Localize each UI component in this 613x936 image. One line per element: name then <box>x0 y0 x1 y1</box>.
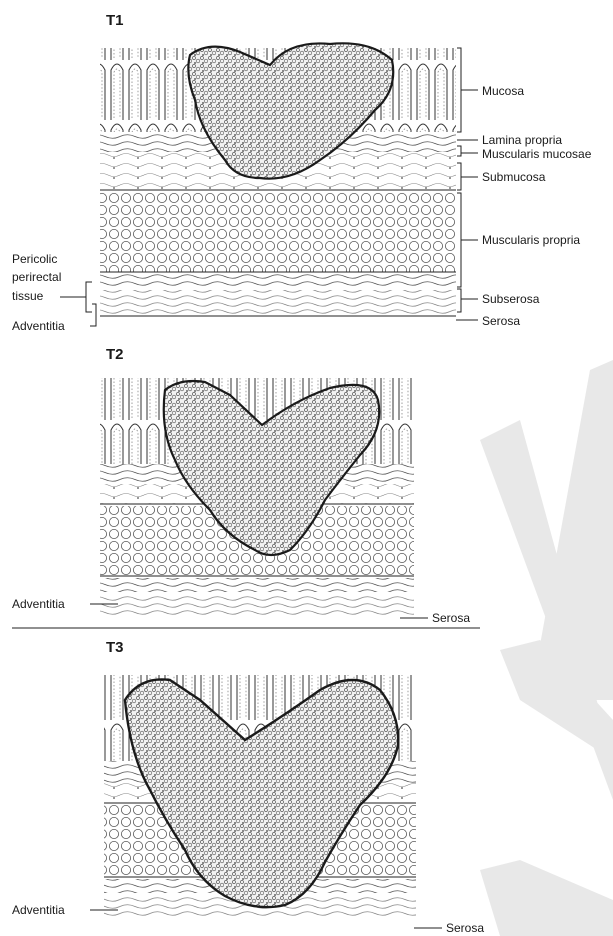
label-muscularis-propria: Muscularis propria <box>482 233 580 247</box>
watermark <box>480 360 613 936</box>
left-brackets <box>60 282 96 326</box>
panel-title: T1 <box>106 12 124 29</box>
panel-t2: T2 Adventitia Serosa <box>12 346 480 628</box>
panel-title: T2 <box>106 346 124 363</box>
layer-brackets <box>456 48 478 320</box>
subserosa-layer <box>100 290 456 314</box>
label-serosa: Serosa <box>482 314 520 328</box>
label-muscularis-mucosae: Muscularis mucosae <box>482 147 592 161</box>
label-serosa: Serosa <box>446 921 484 935</box>
label-adventitia: Adventitia <box>12 903 65 917</box>
label-perirectal: perirectal <box>12 270 61 284</box>
muscularis-propria-layer <box>100 192 456 272</box>
label-mucosa: Mucosa <box>482 84 524 98</box>
panel-t3: T3 Adventitia Serosa <box>12 639 484 935</box>
label-subserosa: Subserosa <box>482 292 540 306</box>
label-lamina-propria: Lamina propria <box>482 133 562 147</box>
label-submucosa: Submucosa <box>482 170 546 184</box>
label-adventitia: Adventitia <box>12 319 65 333</box>
label-adventitia: Adventitia <box>12 597 65 611</box>
label-pericolic: Pericolic <box>12 252 57 266</box>
label-serosa: Serosa <box>432 611 470 625</box>
label-tissue: tissue <box>12 289 44 303</box>
subserosa-layer <box>100 594 414 616</box>
panel-title: T3 <box>106 639 124 656</box>
panel-t1: T1 Mucosa L <box>12 12 592 333</box>
subserosa-band <box>100 274 456 288</box>
subserosa-band <box>100 578 414 592</box>
